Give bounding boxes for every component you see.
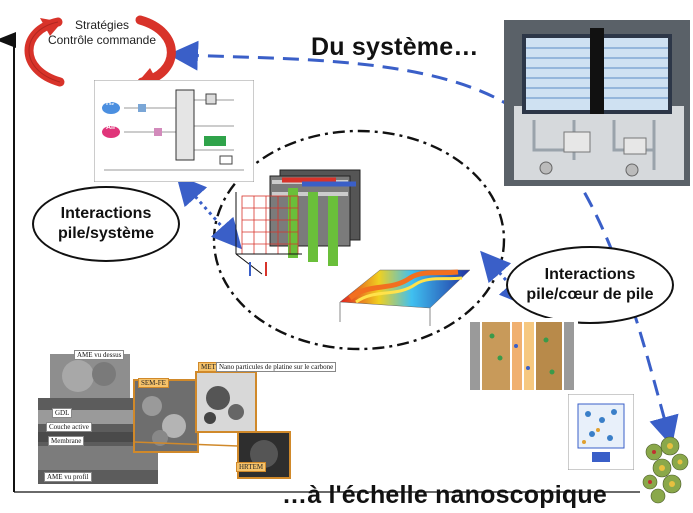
bubble-system-line1: Interactions: [60, 205, 152, 222]
stack-3d-model: [235, 169, 361, 276]
bubble-interactions-system: Interactions pile/système: [32, 186, 180, 262]
label-ame-dessus: AME vu dessus: [74, 350, 125, 360]
title-system: Du système…: [311, 33, 479, 61]
bubble-core-line2: pile/cœur de pile: [526, 286, 654, 303]
schematic-air: Air: [106, 124, 116, 131]
cell-cross-section: [466, 318, 578, 394]
strategy-label: Stratégies Contrôle commande: [44, 18, 160, 48]
dotted-arrow-system: [176, 174, 242, 250]
label-hrtem: HRTEM: [236, 462, 267, 472]
schematic-h2: H₂: [106, 100, 115, 107]
pore-scale-schematic: [568, 394, 634, 470]
bubble-core-line1: Interactions: [544, 266, 636, 283]
label-membrane: Membrane: [48, 436, 85, 446]
label-couche-active: Couche active: [46, 422, 92, 432]
label-sem-fe: SEM-FE: [138, 378, 169, 388]
label-nano-pt: Nano particules de platine sur le carbon…: [216, 362, 337, 372]
strategy-line1: Stratégies: [74, 18, 130, 32]
fuel-cell-system-photo: [504, 20, 690, 186]
label-ame-profil: AME vu profil: [44, 472, 92, 482]
bubble-interactions-core: Interactions pile/cœur de pile: [506, 246, 674, 324]
system-schematic: [94, 80, 254, 182]
nanoparticle-cluster: [642, 436, 689, 504]
title-nanoscale: …à l'échelle nanoscopique: [282, 481, 607, 509]
bubble-system-line2: pile/système: [57, 225, 155, 242]
flow-heatmap: [339, 269, 471, 326]
label-gdl: GDL: [52, 408, 73, 418]
strategy-line2: Contrôle commande: [47, 33, 157, 47]
